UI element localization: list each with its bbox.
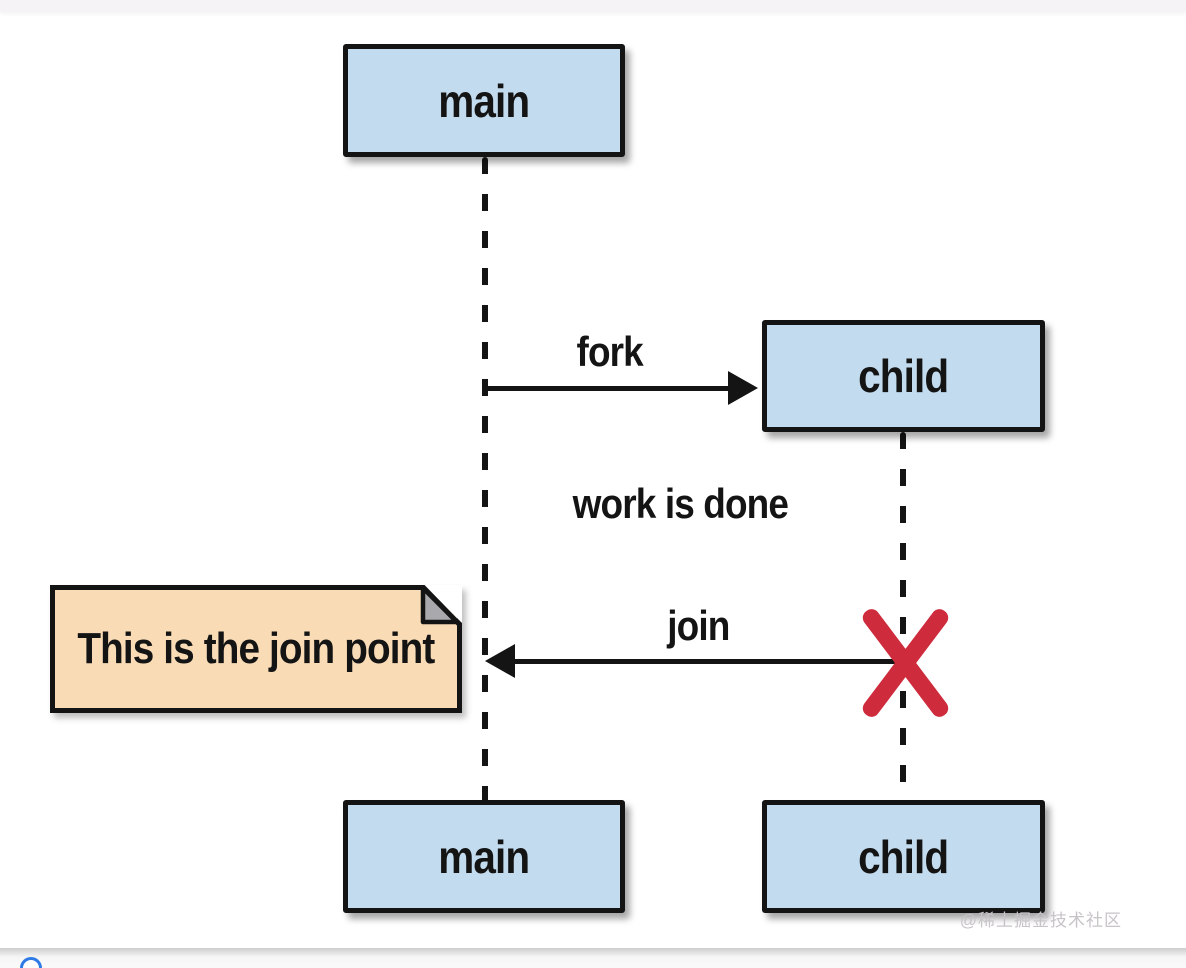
actor-label: child [858,350,949,402]
join-arrow-shaft [500,659,896,664]
thread-end-x-icon [858,605,952,721]
join-message-label: join [666,602,730,649]
top-strip-divider [0,0,1186,12]
actor-box-main-top: main [343,44,625,157]
work-is-done-label: work is done [572,480,788,527]
actor-label: main [438,830,531,883]
note-text: This is the join point [77,624,435,673]
actor-box-main-bottom: main [343,800,625,913]
actor-box-child-bottom: child [762,800,1045,913]
note-box: This is the join point [50,585,462,713]
lifeline-main [482,157,488,803]
actor-box-child-top: child [762,320,1045,432]
fork-arrowhead-icon [728,371,758,405]
lifeline-child [900,432,906,803]
actor-label: child [858,830,949,883]
fork-arrow-shaft [485,386,733,391]
note-fold-corner-icon [420,585,462,627]
join-arrowhead-icon [485,644,515,678]
fork-message-label: fork [576,328,644,375]
watermark: @稀土掘金技术社区 [959,911,1122,930]
partial-circle-icon [20,957,42,968]
bottom-shadow-divider [0,948,1186,968]
actor-label: main [438,74,531,127]
